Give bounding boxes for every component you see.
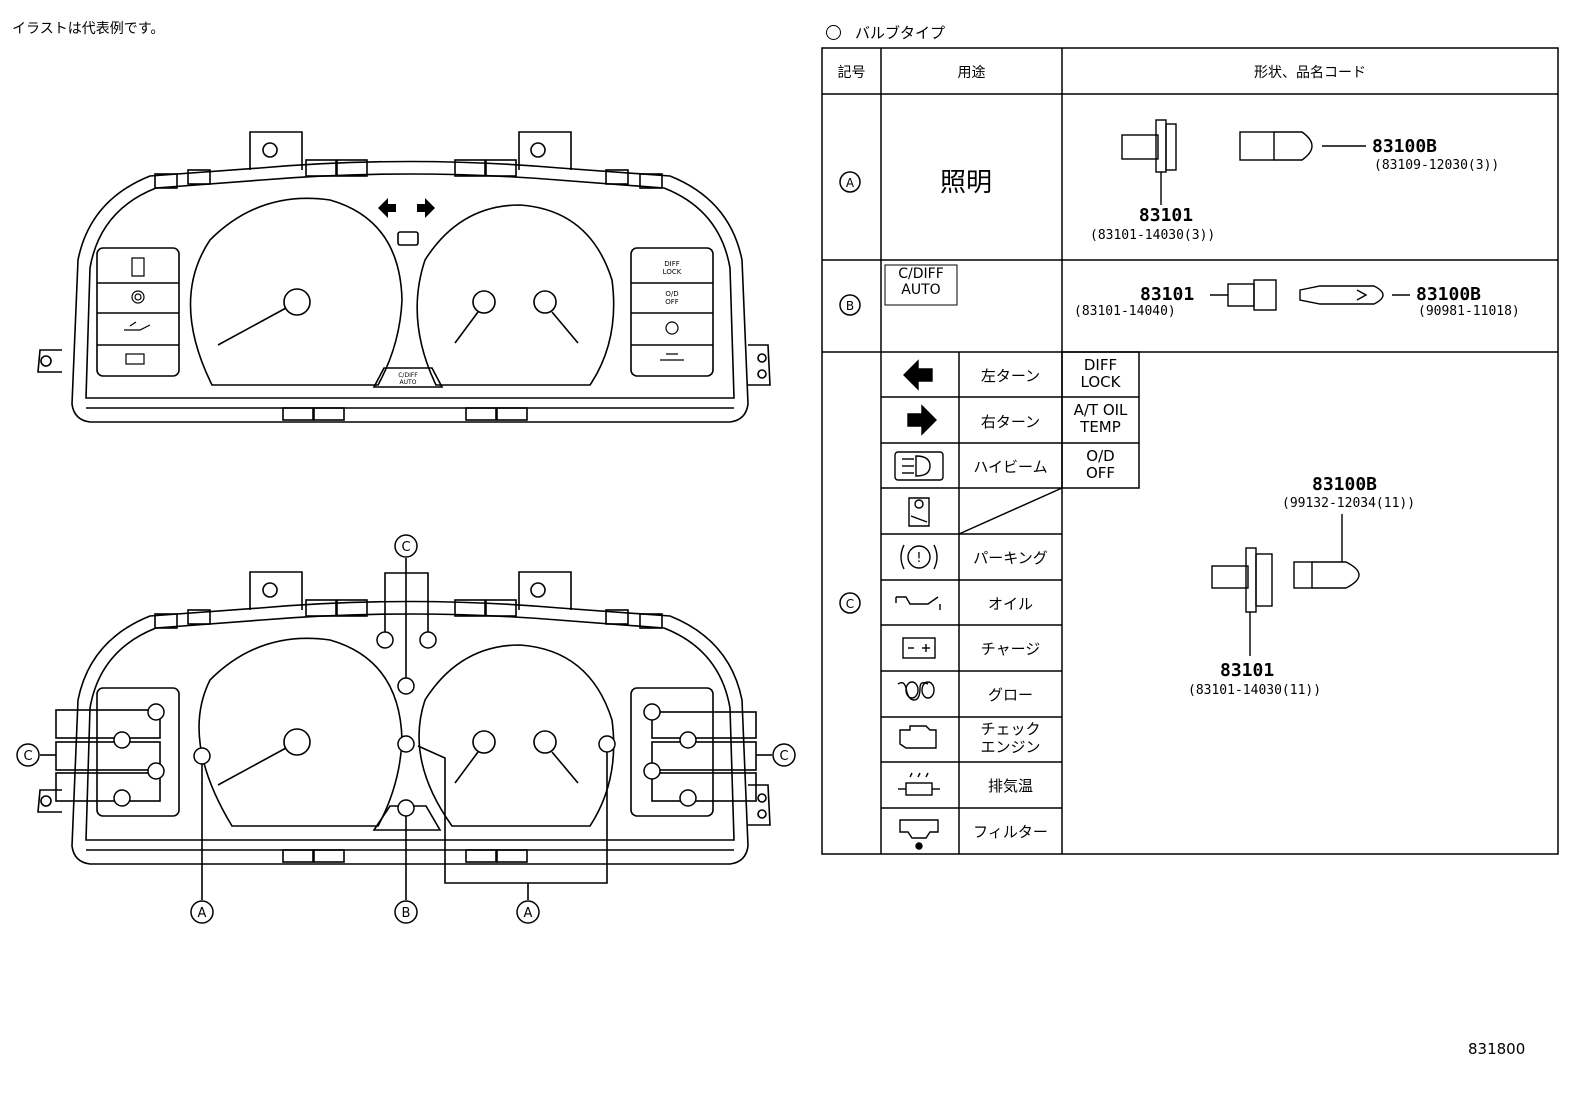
label-charge: チャージ [980, 640, 1041, 658]
left-arrow-icon [903, 359, 933, 391]
svg-text:!: ! [916, 551, 921, 566]
row-b-bulb-code: 83100B [1416, 284, 1482, 305]
label-right-turn: 右ターン [980, 413, 1041, 431]
cluster-top-icons [124, 257, 684, 365]
cdiff-box [884, 264, 958, 306]
battery-icon [902, 637, 936, 659]
label-check-engine-line2: エンジン [980, 738, 1041, 756]
side-box-diff-lock-line1: DIFF [1083, 356, 1118, 374]
row-b-usage: C/DIFF AUTO [886, 266, 956, 298]
svg-text:A: A [524, 906, 533, 921]
svg-text:C: C [23, 749, 32, 764]
row-b-usage-line2: AUTO [901, 282, 941, 298]
svg-text:C/DIFF: C/DIFF [398, 372, 418, 379]
side-box-od-line2: OFF [1085, 464, 1116, 482]
label-check-engine: チェック エンジン [959, 720, 1062, 756]
svg-text:B: B [846, 299, 854, 313]
row-a-socket-code: 83101 [1138, 205, 1194, 226]
turn-arrows-top [378, 198, 435, 218]
label-left-turn: 左ターン [980, 367, 1041, 385]
row-b-usage-line1: C/DIFF [898, 266, 944, 282]
cluster-bottom [37, 558, 772, 900]
row-a-bulb-part: (83109-12030(3)) [1374, 158, 1500, 173]
cluster-top-labels: DIFF LOCK O/D OFF C/DIFF AUTO [398, 260, 681, 386]
side-box-diff-lock-line2: LOCK [1080, 373, 1121, 391]
row-b-drawings [1210, 279, 1410, 311]
legend-title: バルブタイプ [855, 24, 946, 42]
row-c-socket-part: (83101-14030(11)) [1188, 683, 1322, 698]
high-beam-icon [894, 451, 944, 481]
svg-text:LOCK: LOCK [663, 268, 682, 276]
label-high-beam: ハイビーム [973, 458, 1048, 476]
label-glow: グロー [987, 686, 1033, 704]
svg-text:C: C [779, 749, 788, 764]
row-b-bulb-part: (90981-11018) [1418, 304, 1520, 319]
table-icons: ! [894, 359, 944, 850]
row-symbol-letters: A B C [846, 176, 855, 611]
row-a-socket-part: (83101-14030(3)) [1090, 228, 1216, 243]
row-symbol-circles [839, 171, 861, 614]
callout-letters: C C C A B A [23, 540, 788, 921]
row-c-bulb-code: 83100B [1312, 474, 1378, 495]
legend-circle-icon [826, 25, 841, 40]
svg-text:C: C [401, 540, 410, 555]
exhaust-temp-icon [898, 772, 940, 796]
svg-text:O/D: O/D [665, 290, 678, 298]
svg-text:A: A [846, 176, 855, 190]
row-b-socket-code: 83101 [1140, 284, 1195, 305]
row-c-bulb-part: (99132-12034(11)) [1282, 496, 1416, 511]
illustration-note: イラストは代表例です。 [12, 21, 165, 37]
label-oil: オイル [987, 595, 1033, 613]
bulb-table-grid [821, 47, 1559, 855]
side-box-at-oil-temp: A/T OIL TEMP [1062, 402, 1139, 436]
callout-circles [16, 534, 796, 924]
label-check-engine-line1: チェック [980, 720, 1041, 738]
side-box-od-line1: O/D [1086, 447, 1115, 465]
oil-icon [895, 596, 941, 610]
filter-icon [899, 819, 939, 839]
side-box-at-oil-line1: A/T OIL [1073, 401, 1128, 419]
row-c-socket-code: 83101 [1220, 660, 1275, 681]
side-box-diff-lock: DIFF LOCK [1062, 357, 1139, 391]
svg-text:AUTO: AUTO [400, 379, 417, 386]
bulb-type-legend: バルブタイプ [826, 22, 945, 43]
header-symbol: 記号 [837, 65, 866, 81]
label-parking: パーキング [973, 549, 1048, 567]
cluster-top [37, 131, 771, 423]
check-engine-icon [899, 725, 937, 749]
label-filter: フィルター [973, 823, 1048, 841]
row-b-socket-part: (83101-14040) [1074, 304, 1176, 319]
label-exhaust-temp: 排気温 [987, 777, 1033, 795]
seatbelt-icon [908, 497, 930, 527]
glow-plug-icon [897, 681, 935, 701]
header-usage: 用途 [957, 65, 986, 81]
row-a-bulb-code: 83100B [1372, 136, 1438, 157]
header-shape-code: 形状、品名コード [1254, 65, 1366, 81]
side-box-od-off: O/D OFF [1062, 448, 1139, 482]
row-a-drawings [1121, 119, 1366, 205]
parking-brake-icon [900, 544, 938, 570]
svg-text:DIFF: DIFF [664, 260, 680, 268]
row-a-usage: 照明 [939, 168, 992, 198]
svg-text:C: C [846, 597, 854, 611]
svg-text:A: A [198, 906, 207, 921]
filter-drop-icon [915, 842, 923, 850]
side-box-at-oil-line2: TEMP [1080, 418, 1121, 436]
diagram-code: 831800 [1468, 1040, 1526, 1058]
right-arrow-icon [907, 404, 937, 436]
row-c-drawings [1211, 514, 1360, 656]
svg-text:B: B [402, 906, 411, 921]
svg-text:OFF: OFF [665, 298, 679, 306]
